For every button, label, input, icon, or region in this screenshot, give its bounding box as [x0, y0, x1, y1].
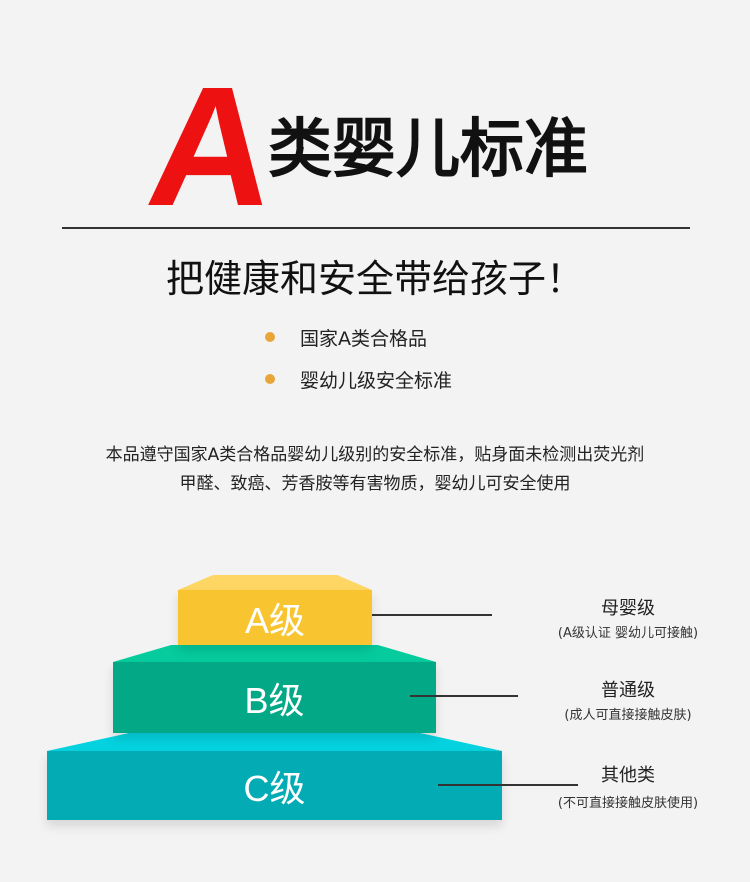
step-c: C级 — [47, 751, 502, 820]
big-letter-a: A — [140, 52, 279, 242]
subtitle: 把健康和安全带给孩子！ — [165, 257, 584, 301]
level-a-name: 母婴级 — [601, 598, 655, 619]
bullet-text: 婴幼儿级安全标准 — [300, 370, 453, 392]
step-a: A级 — [178, 590, 372, 645]
page-title: 类婴儿标准 — [268, 113, 588, 187]
step-b-top — [113, 645, 436, 662]
level-b-note: (成人可直接接触皮肤) — [564, 708, 692, 723]
step-b-label: B级 — [244, 679, 305, 721]
level-b-name: 普通级 — [601, 680, 655, 701]
bullet-dot-icon — [265, 332, 275, 342]
leader-line-a — [372, 614, 492, 616]
step-c-top — [47, 733, 502, 751]
level-c-name: 其他类 — [601, 765, 655, 786]
level-c-note: (不可直接接触皮肤使用) — [557, 796, 699, 811]
step-c-label: C级 — [243, 767, 306, 809]
level-a-note: (A级认证 婴幼儿可接触) — [557, 626, 699, 641]
step-a-top — [178, 575, 372, 590]
leader-line-b — [410, 695, 518, 697]
description-line: 甲醛、致癌、芳香胺等有害物质，婴幼儿可安全使用 — [179, 474, 571, 494]
bullet-text: 国家A类合格品 — [300, 328, 427, 350]
description-line: 本品遵守国家A类合格品婴幼儿级别的安全标准，贴身面未检测出荧光剂 — [105, 445, 645, 465]
step-a-label: A级 — [244, 599, 305, 641]
divider — [62, 227, 690, 229]
bullet-dot-icon — [265, 374, 275, 384]
leader-line-c — [438, 784, 578, 786]
step-b: B级 — [113, 662, 436, 733]
